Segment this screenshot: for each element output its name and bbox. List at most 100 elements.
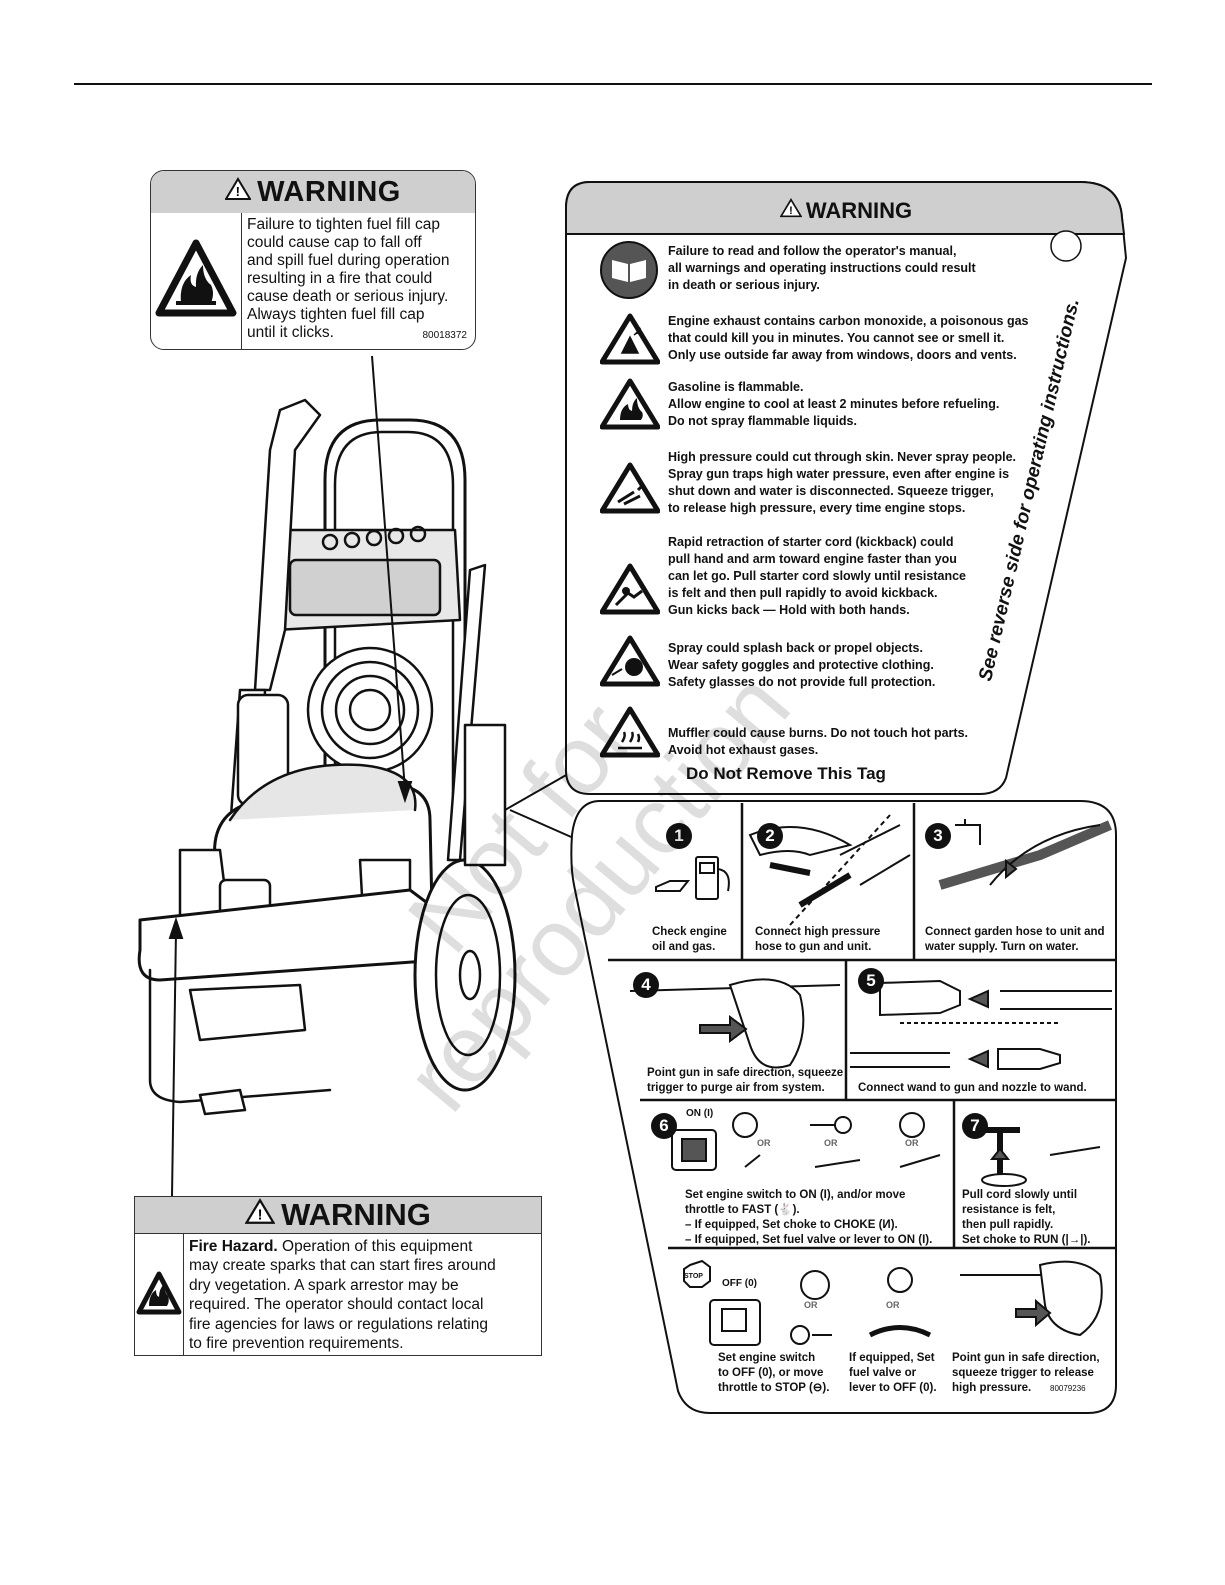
tag-item-splash: Spray could splash back or propel object… [668,640,935,691]
svg-text:!: ! [236,184,241,199]
text-line: hose to gun and unit. [755,941,872,953]
text-line: water supply. Turn on water. [925,941,1079,953]
step-number: 4 [633,972,659,998]
text-line: Set engine switch [718,1352,816,1364]
fire-hazard-bold: Fire Hazard. [189,1238,278,1255]
warning-triangle-icon: ! [244,1197,276,1233]
text-line: and spill fuel during operation [247,252,450,269]
step-3-caption: Connect garden hose to unit and water su… [925,925,1105,955]
warning-tag-outline [565,181,1128,795]
high-pressure-warning-icon [600,462,660,514]
off-label: OFF (0) [722,1278,757,1289]
step-4-caption: Point gun in safe direction, squeeze tri… [647,1066,843,1096]
on-label: ON (I) [686,1108,714,1119]
text-line: then pull rapidly. [962,1219,1054,1231]
warning-header-text: WARNING [257,175,401,208]
text-line: Wear safety goggles and protective cloth… [668,658,934,672]
eye-protection-warning-icon [600,635,660,687]
kickback-warning-icon [600,563,660,615]
text-line: dry vegetation. A spark arrestor may be [189,1276,459,1294]
tag-item-muffler: Muffler could cause burns. Do not touch … [668,725,968,759]
text-line: Gun kicks back — Hold with both hands. [668,603,910,617]
step-number: 3 [925,823,951,849]
text-line: Engine exhaust contains carbon monoxide,… [668,314,1029,328]
text-line: trigger to purge air from system. [647,1082,825,1094]
tag-item-kickback: Rapid retraction of starter cord (kickba… [668,534,966,619]
text-line: fire agencies for laws or regulations re… [189,1315,488,1333]
text-line: resulting in a fire that could [247,270,433,287]
or-separator: OR [886,1300,900,1310]
text-line: required. The operator should contact lo… [189,1296,484,1314]
text-line: could cause cap to fall off [247,234,422,251]
text-line: Connect high pressure [755,926,881,938]
step-number: 1 [666,823,692,849]
fire-hazard-text: Fire Hazard. Operation of this equipment… [189,1237,537,1353]
text-line: that could kill you in minutes. You cann… [668,331,1005,345]
step-number: 2 [757,823,783,849]
text-line: Check engine [652,926,727,938]
text-line: lever to OFF (0). [849,1382,937,1394]
shutdown-valve-caption: If equipped, Set fuel valve or lever to … [849,1351,937,1396]
or-separator: OR [905,1138,919,1148]
tag-header: ! WARNING [566,198,1126,224]
text-line: cause death or serious injury. [247,288,449,305]
text-line: oil and gas. [652,941,716,953]
text-line: Rapid retraction of starter cord (kickba… [668,535,954,549]
text-line: Spray gun traps high water pressure, eve… [668,467,1010,481]
text-line: Failure to tighten fuel fill cap [247,216,440,233]
or-separator: OR [824,1138,838,1148]
text-line: Only use outside far away from windows, … [668,348,1017,362]
step-7-caption: Pull cord slowly until resistance is fel… [962,1188,1090,1248]
text-line: – If equipped, Set choke to CHOKE (И). [685,1219,898,1231]
text-line: high pressure. [952,1382,1032,1394]
text-line: all warnings and operating instructions … [668,261,976,275]
text-line: Set engine switch to ON (I), and/or move [685,1189,906,1201]
top-rule [74,83,1152,85]
step-2-caption: Connect high pressure hose to gun and un… [755,925,880,955]
flammable-warning-icon [135,1234,184,1355]
instruction-card-outline [570,800,1117,1414]
warning-header-text: WARNING [281,1197,431,1232]
text-line: until it clicks. [247,324,334,341]
step-5-caption: Connect wand to gun and nozzle to wand. [858,1081,1087,1096]
text-line: to OFF (0), or move [718,1367,824,1379]
hot-surface-warning-icon [600,706,660,758]
tag-item-high-pressure: High pressure could cut through skin. Ne… [668,449,1016,517]
text-line: Do not spray flammable liquids. [668,414,857,428]
text-line: If equipped, Set [849,1352,935,1364]
shutdown-release-caption: Point gun in safe direction, squeeze tri… [952,1351,1100,1396]
flammable-warning-icon [600,378,660,430]
text-line: can let go. Pull starter cord slowly unt… [668,569,967,583]
fuel-cap-warning-text: Failure to tighten fuel fill cap could c… [247,216,471,342]
text-line: Point gun in safe direction, [952,1352,1100,1364]
text-line: Always tighten fuel fill cap [247,306,425,323]
step-6-caption: Set engine switch to ON (I), and/or move… [685,1188,932,1248]
tag-item-manual: Failure to read and follow the operator'… [668,243,976,294]
text-line: Gasoline is flammable. [668,380,804,394]
step-number: 5 [858,968,884,994]
step-1-caption: Check engine oil and gas. [652,925,727,955]
text-line: Set choke to RUN (|→|). [962,1234,1091,1246]
tag-item-exhaust: Engine exhaust contains carbon monoxide,… [668,313,1028,364]
pressure-washer-illustration [137,398,517,1116]
manual-book-icon [600,241,658,299]
text-line: Avoid hot exhaust gases. [668,743,819,757]
tag-header-text: WARNING [805,198,913,223]
shutdown-switch-caption: Set engine switch to OFF (0), or move th… [718,1351,829,1396]
text-line: Muffler could cause burns. Do not touch … [668,726,969,740]
svg-text:!: ! [258,1207,263,1223]
text-line: throttle to STOP (⊖). [718,1382,830,1394]
text-line: resistance is felt, [962,1204,1056,1216]
label-part-code: 80018372 [422,330,468,341]
text-line: High pressure could cut through skin. Ne… [668,450,1016,464]
fire-hazard-warning-label: ! WARNING Fire Hazard. Operation of this… [134,1196,542,1356]
text-line: throttle to FAST (🐇). [685,1204,800,1216]
warning-triangle-icon: ! [779,198,803,224]
or-separator: OR [804,1300,818,1310]
text-line: – If equipped, Set fuel valve or lever t… [685,1234,933,1246]
stop-sign-icon: STOP [684,1273,703,1280]
text-line: to release high pressure, every time eng… [668,501,966,515]
toxic-fumes-warning-icon [600,313,660,365]
label-header: ! WARNING [151,171,475,213]
